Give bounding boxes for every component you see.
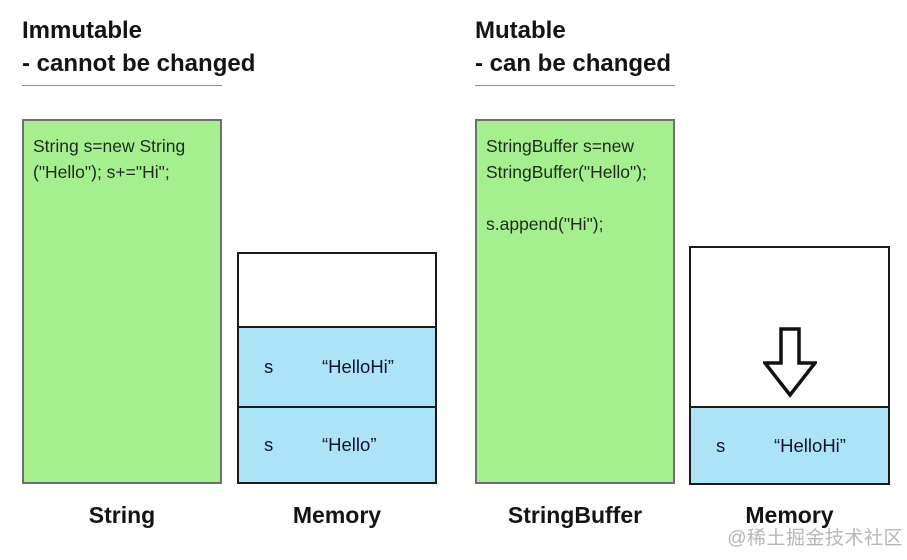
mutable-underline xyxy=(475,85,675,86)
variable-value: “HelloHi” xyxy=(774,434,846,456)
stringbuffer-code-box: StringBuffer s=new StringBuffer("Hello")… xyxy=(475,119,675,484)
variable-name: s xyxy=(264,356,274,377)
watermark: @稀土掘金技术社区 xyxy=(727,528,903,549)
memory-label-right: Memory xyxy=(745,502,834,528)
down-arrow-icon xyxy=(760,327,819,398)
memory-label-left: Memory xyxy=(292,502,382,528)
mutable-subtitle: - can be changed xyxy=(475,50,672,77)
string-code-box: String s=new String ("Hello"); s+="Hi"; xyxy=(22,119,222,484)
mutable-title: Mutable xyxy=(475,17,566,44)
code-line: String s=new String xyxy=(33,136,186,156)
immutable-title: Immutable xyxy=(22,17,143,44)
memory-row: s “HelloHi” xyxy=(239,326,435,406)
immutable-subtitle: - cannot be changed xyxy=(22,50,256,77)
stringbuffer-label: StringBuffer xyxy=(507,502,643,528)
code-line: s.append("Hi"); xyxy=(486,214,604,234)
string-label: String xyxy=(88,502,156,528)
memory-free-space xyxy=(239,254,435,326)
immutable-underline xyxy=(22,85,222,86)
string-memory-box: s “HelloHi” s “Hello” xyxy=(237,252,437,484)
memory-free-space xyxy=(691,248,888,406)
variable-name: s xyxy=(264,434,274,455)
memory-row: s “HelloHi” xyxy=(691,406,888,483)
variable-name: s xyxy=(716,434,726,456)
code-line: ("Hello"); s+="Hi"; xyxy=(33,162,170,182)
code-line: StringBuffer s=new xyxy=(486,136,635,156)
immutable-header: Immutable - cannot be changed xyxy=(22,14,256,86)
variable-value: “Hello” xyxy=(322,434,377,455)
code-line xyxy=(486,185,665,211)
code-line: StringBuffer("Hello"); xyxy=(486,162,647,182)
memory-row: s “Hello” xyxy=(239,406,435,482)
mutable-header: Mutable - can be changed xyxy=(475,14,685,86)
stringbuffer-memory-box: s “HelloHi” xyxy=(689,246,890,485)
variable-value: “HelloHi” xyxy=(322,356,394,377)
